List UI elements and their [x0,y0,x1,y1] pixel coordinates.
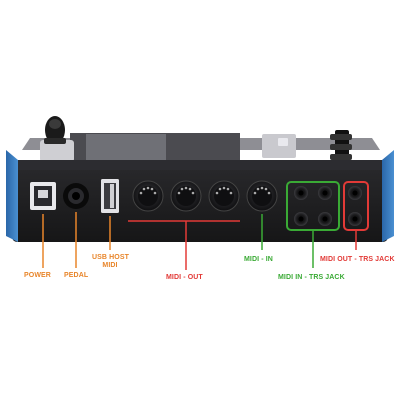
device-top-surface [22,133,380,161]
midi-out-din-icon[interactable] [208,180,240,212]
trs-jack-icon[interactable] [318,212,332,226]
encoder-knob-icon[interactable] [40,116,74,162]
fader-icon[interactable] [330,130,352,166]
label-midi-out: MIDI - OUT [166,274,203,281]
midi-in-din-icon[interactable] [246,180,278,212]
left-side-panel [6,150,18,242]
label-power: POWER [24,272,51,279]
trs-jack-icon[interactable] [348,186,362,200]
right-side-panel [382,150,394,242]
label-midi-in-trs: MIDI IN - TRS JACK [278,274,345,281]
display-screen [86,134,166,160]
midi-in-trs-group [294,186,332,226]
pedal-jack-icon[interactable] [63,183,89,209]
label-midi-out-trs: MIDI OUT - TRS JACK [320,256,395,263]
midi-out-din-group [132,180,240,212]
midi-out-din-icon[interactable] [170,180,202,212]
label-usb-midi: MIDI [102,262,118,269]
midi-out-trs-group [348,186,362,226]
trs-jack-icon[interactable] [294,186,308,200]
usb-b-port-icon[interactable] [30,182,56,210]
trs-jack-icon[interactable] [318,186,332,200]
trs-jack-icon[interactable] [294,212,308,226]
midi-out-din-icon[interactable] [132,180,164,212]
label-usb-host-midi: USB HOST MIDI [92,254,129,270]
usb-a-port-icon[interactable] [101,179,119,213]
trs-jack-icon[interactable] [348,212,362,226]
label-midi-in: MIDI - IN [244,256,273,263]
label-pedal: PEDAL [64,272,89,279]
label-usb-host: USB HOST [92,254,129,261]
